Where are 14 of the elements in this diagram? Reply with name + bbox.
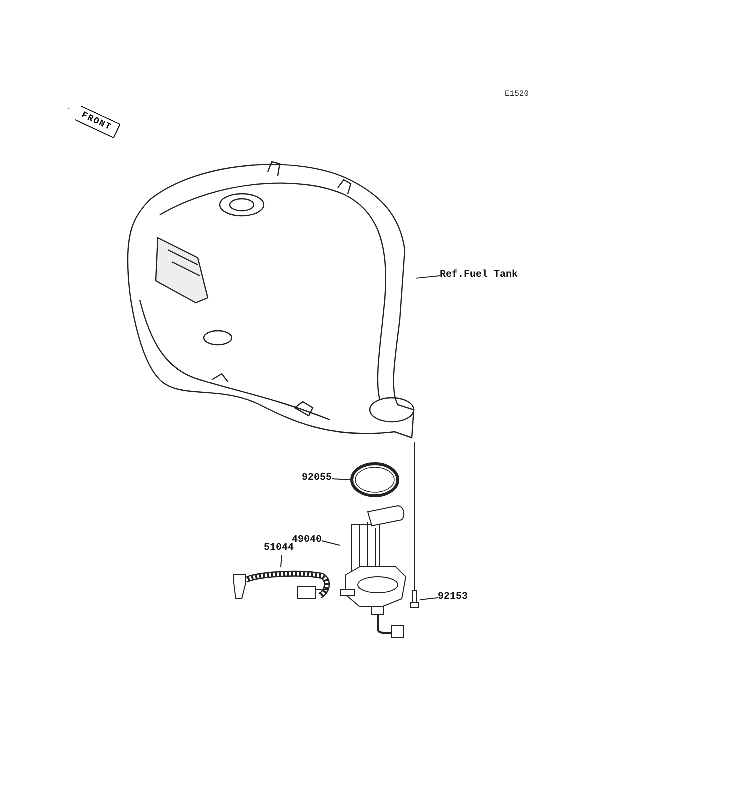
diagram-code: E1520 (505, 90, 530, 99)
part-number: 51044 (264, 543, 300, 555)
leader-line (416, 276, 440, 279)
bolt-drawing (410, 590, 420, 610)
leader-line (322, 540, 340, 546)
o-ring-drawing (350, 462, 400, 498)
leader-line (280, 554, 282, 568)
part-number: Ref.Fuel Tank (440, 270, 522, 282)
alignment-line (414, 442, 416, 590)
part-number: 92055 (296, 473, 332, 485)
part-number: 92153 (438, 592, 474, 604)
leader-line (332, 478, 350, 480)
leader-line (420, 598, 438, 600)
fuel-pump-drawing (340, 505, 406, 640)
